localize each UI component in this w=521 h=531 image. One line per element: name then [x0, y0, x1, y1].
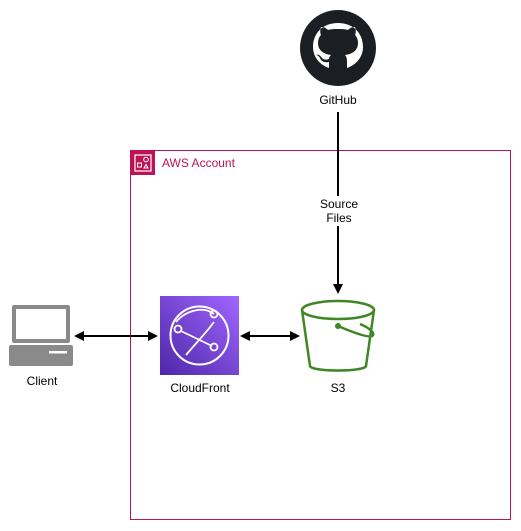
github-icon: [300, 10, 376, 86]
edge-label-files: Files: [326, 211, 351, 225]
cloudfront-node[interactable]: CloudFront: [160, 296, 239, 395]
s3-bucket-icon: [300, 299, 376, 372]
s3-label: S3: [331, 381, 346, 395]
client-node[interactable]: Client: [9, 305, 73, 388]
s3-node[interactable]: S3: [300, 299, 376, 395]
aws-account-label: AWS Account: [162, 156, 236, 170]
laptop-icon: [9, 305, 73, 366]
aws-account-icon: [131, 151, 155, 175]
github-label: GitHub: [319, 93, 357, 107]
edge-label-source: Source: [320, 197, 358, 211]
cloudfront-icon: [160, 296, 239, 375]
edge-github-to-s3: Source Files: [320, 112, 358, 294]
client-label: Client: [27, 374, 58, 388]
cloudfront-label: CloudFront: [170, 381, 230, 395]
github-node[interactable]: GitHub: [300, 10, 376, 107]
aws-account-group[interactable]: AWS Account: [130, 150, 511, 520]
